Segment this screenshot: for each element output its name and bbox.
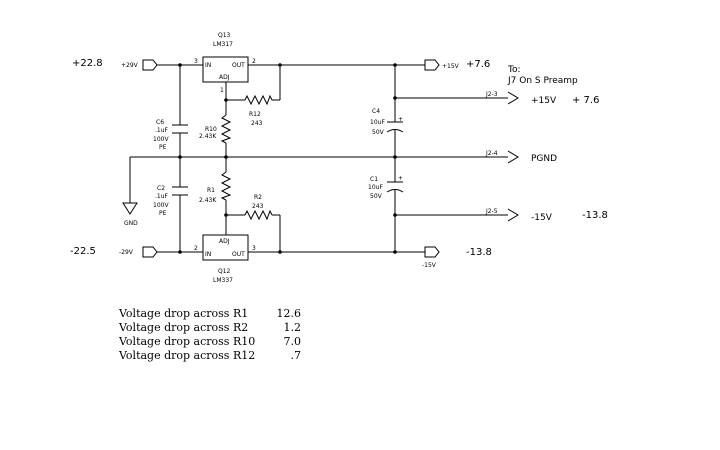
voltage-drop-label: Voltage drop across R12 — [119, 349, 256, 362]
voltage-drop-value: .7 — [290, 349, 302, 362]
q12-part: LM337 — [213, 277, 233, 284]
voltage-drop-table: Voltage drop across R1 12.6 Voltage drop… — [119, 307, 301, 363]
c4-body — [386, 121, 404, 133]
label-gnd: GND — [124, 220, 138, 227]
q12-body — [202, 234, 249, 261]
c2-rating: 100V — [153, 202, 169, 209]
q13-out-label: OUT — [232, 62, 245, 69]
label-in-neg: -29V — [119, 249, 134, 256]
r1-body — [220, 171, 232, 201]
q12-pin-in: 2 — [194, 245, 198, 252]
r2-ref: R2 — [254, 194, 262, 201]
c6-value: .1uF — [155, 127, 169, 134]
voltage-drop-row: Voltage drop across R1 12.6 — [119, 307, 301, 321]
connector-out-neg — [424, 246, 440, 258]
r12-value: 243 — [251, 120, 263, 127]
label-in-pos: +29V — [121, 62, 139, 69]
annotation-vout-pos: +7.6 — [466, 59, 490, 70]
wires — [129, 64, 508, 253]
q13-adj-label: ADJ — [219, 74, 230, 81]
c1-rating: 50V — [370, 193, 383, 200]
label-j2-4: J2-4 — [485, 150, 498, 157]
r10-value: 2.43K — [199, 133, 217, 140]
r12-ref: R12 — [249, 111, 261, 118]
c6-ref: C6 — [156, 119, 164, 126]
label-out-neg: -15V — [422, 262, 437, 269]
label-j2-3: J2-3 — [485, 91, 498, 98]
c6-body — [172, 124, 188, 134]
q13-ref: Q13 — [218, 32, 231, 39]
arrow-j2-5 — [507, 208, 519, 222]
annotation-vin-neg: -22.5 — [70, 246, 96, 257]
annotation-vout-neg: -13.8 — [466, 247, 492, 258]
net-pgnd: PGND — [531, 154, 557, 164]
connector-out-pos — [424, 59, 440, 71]
voltage-drop-value: 7.0 — [283, 335, 302, 348]
r1-ref: R1 — [207, 187, 215, 194]
label-to-line2: J7 On S Preamp — [507, 76, 578, 86]
r10-body — [220, 114, 232, 144]
c2-value: .1uF — [155, 193, 169, 200]
voltage-drop-label: Voltage drop across R1 — [119, 307, 249, 320]
voltage-drop-value: 1.2 — [283, 321, 302, 334]
arrow-j2-3 — [507, 91, 519, 105]
c2-type: PE — [159, 210, 167, 217]
voltage-drop-label: Voltage drop across R10 — [119, 335, 256, 348]
connector-in-pos — [142, 59, 158, 71]
voltage-drop-row: Voltage drop across R12 .7 — [119, 349, 301, 363]
annotation-vin-pos: +22.8 — [72, 58, 103, 69]
c4-ref: C4 — [372, 108, 380, 115]
arrow-j2-4 — [507, 150, 519, 164]
r1-value: 2.43K — [199, 197, 217, 204]
voltage-drop-row: Voltage drop across R10 7.0 — [119, 335, 301, 349]
r10-ref: R10 — [205, 126, 217, 133]
c1-value: 10uF — [368, 184, 383, 191]
c1-ref: C1 — [370, 176, 378, 183]
label-j2-5: J2-5 — [485, 208, 498, 215]
c4-rating: 50V — [372, 129, 385, 136]
label-out-pos: +15V — [442, 63, 460, 70]
q13-in-label: IN — [205, 62, 211, 69]
r2-body — [244, 209, 273, 221]
r12-body — [244, 94, 273, 106]
c2-ref: C2 — [157, 185, 165, 192]
voltage-drop-row: Voltage drop across R2 1.2 — [119, 321, 301, 335]
connector-in-neg — [142, 246, 158, 258]
c1-polarity: + — [398, 175, 403, 182]
net-m15: -15V — [531, 213, 553, 223]
q13-part: LM317 — [213, 41, 233, 48]
q13-body — [202, 56, 249, 83]
annotation-vout-pos-j2: + 7.6 — [572, 95, 599, 106]
c1-body — [386, 181, 404, 193]
annotation-vout-neg-j2: -13.8 — [582, 210, 608, 221]
q12-adj-label: ADJ — [219, 238, 230, 245]
c4-value: 10uF — [370, 119, 385, 126]
voltage-drop-label: Voltage drop across R2 — [119, 321, 249, 334]
r2-value: 243 — [252, 203, 264, 210]
q13-pin-out: 2 — [252, 58, 256, 65]
junction-dots — [178, 63, 397, 254]
label-to-line1: To: — [507, 65, 521, 75]
q12-pin-out: 3 — [252, 245, 256, 252]
q12-ref: Q12 — [218, 268, 231, 275]
q13-pin-adj: 1 — [220, 87, 224, 94]
c4-polarity: + — [398, 116, 403, 123]
c6-type: PE — [159, 144, 167, 151]
q12-in-label: IN — [205, 251, 211, 258]
ground-symbol — [122, 202, 138, 215]
c2-body — [172, 186, 188, 196]
q12-out-label: OUT — [232, 251, 245, 258]
voltage-drop-value: 12.6 — [276, 307, 302, 320]
q13-pin-in: 3 — [194, 58, 198, 65]
net-p15: +15V — [531, 96, 557, 106]
c6-rating: 100V — [153, 136, 169, 143]
